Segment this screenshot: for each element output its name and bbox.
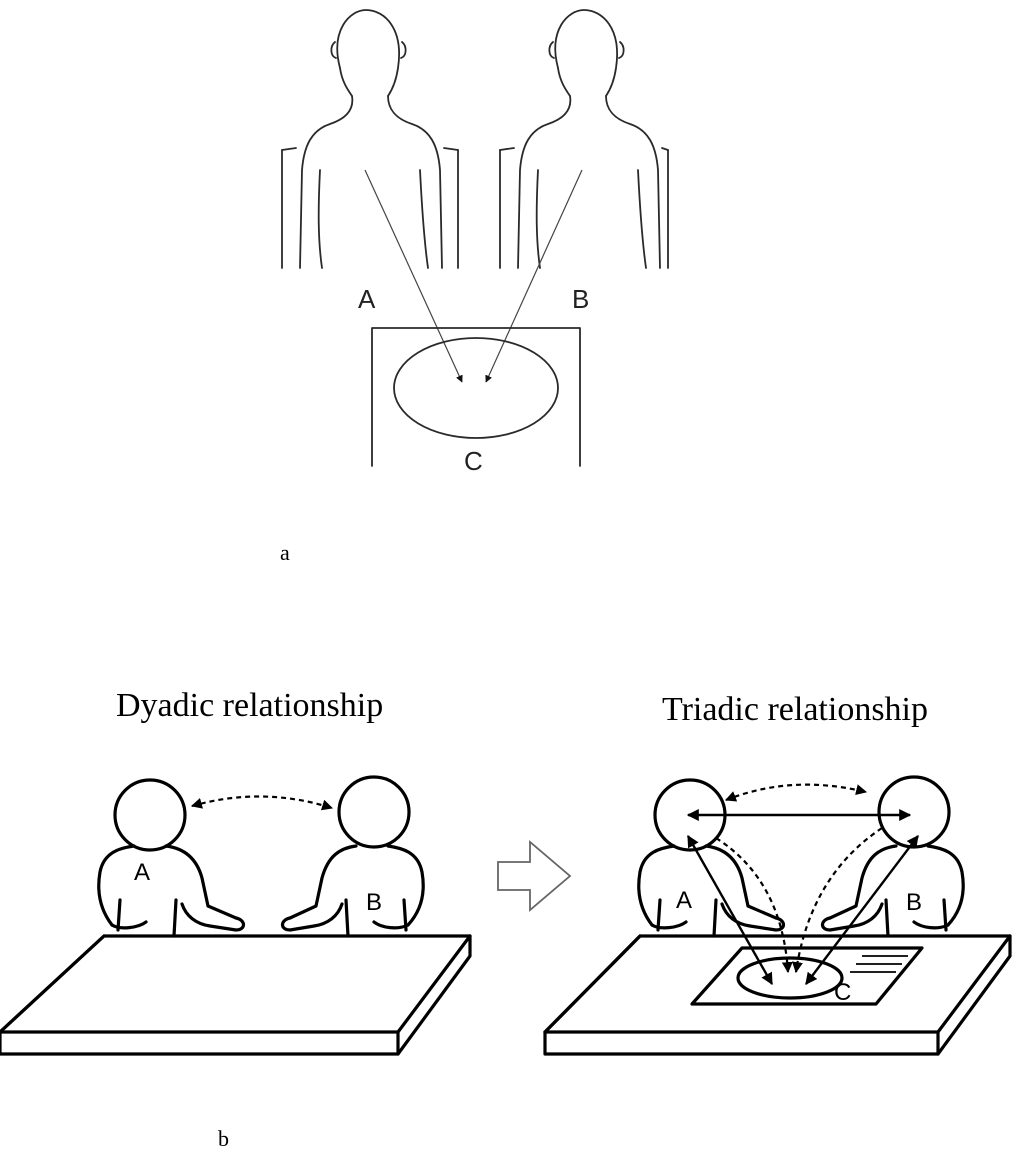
dyadic-gaze-dashed-arrow xyxy=(190,795,334,811)
dyadic-scene: A B xyxy=(0,775,472,1056)
person-a-back-view xyxy=(281,9,459,269)
person-b-back-view xyxy=(499,9,669,269)
triadic-b-to-c-dashed-arrow xyxy=(791,827,883,974)
triadic-b-to-c-solid-arrow xyxy=(805,835,919,985)
label-a: A xyxy=(358,284,376,314)
triadic-table xyxy=(543,934,1012,1056)
triadic-object-c-ellipse xyxy=(736,956,844,1000)
triadic-label-a: A xyxy=(676,887,692,914)
dyadic-label-a: A xyxy=(134,859,150,886)
caption-b: b xyxy=(218,1126,229,1151)
dyadic-table xyxy=(0,934,472,1056)
paper-text-lines xyxy=(850,955,908,973)
gaze-arrow-a-to-c xyxy=(364,169,463,383)
label-b: B xyxy=(572,284,589,314)
triadic-mutual-gaze-dashed-arrow xyxy=(724,783,868,802)
panel-a: A B C a xyxy=(280,9,669,565)
triadic-label-b: B xyxy=(906,889,922,916)
dyadic-person-a xyxy=(97,778,246,938)
dyadic-title: Dyadic relationship xyxy=(116,687,383,724)
triadic-title: Triadic relationship xyxy=(662,691,928,728)
triadic-label-c: C xyxy=(834,979,851,1006)
triadic-scene: A B C xyxy=(543,775,1012,1056)
triadic-a-to-c-solid-arrow xyxy=(686,834,774,986)
triadic-a-to-c-dashed-arrow xyxy=(715,837,793,974)
triadic-person-a xyxy=(637,778,786,938)
panel-b: Dyadic relationship Triadic relationship xyxy=(0,687,1012,1151)
label-c: C xyxy=(464,446,483,476)
caption-a: a xyxy=(280,540,290,565)
gaze-arrow-b-to-c xyxy=(485,169,583,383)
dyadic-label-b: B xyxy=(366,889,382,916)
triadic-person-b xyxy=(820,775,965,938)
dyadic-person-b xyxy=(280,775,425,938)
transition-arrow-icon xyxy=(497,840,572,912)
table-outline xyxy=(371,327,581,467)
object-c-ellipse xyxy=(393,337,559,439)
